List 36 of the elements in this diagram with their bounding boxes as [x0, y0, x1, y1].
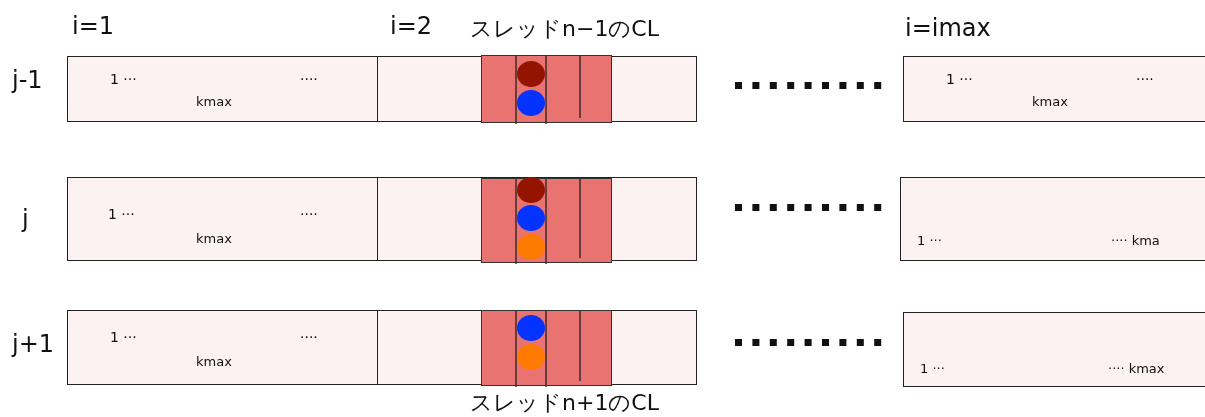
grid-cell — [377, 177, 697, 261]
grid-cell — [903, 312, 1205, 387]
cell-text: kmax — [1032, 94, 1068, 109]
cell-text: 1 ··· — [917, 233, 942, 248]
cell-text: 1 ··· — [946, 71, 973, 87]
axis-label: i=imax — [905, 14, 991, 42]
critical-line-band — [481, 178, 612, 263]
grid-cell — [67, 177, 378, 261]
axis-label: i=2 — [390, 12, 433, 40]
cell-text: 1 ··· — [920, 361, 945, 376]
cell-text: kmax — [196, 354, 232, 369]
grid-cell — [67, 56, 378, 122]
axis-label: j+1 — [12, 330, 55, 358]
cell-text: 1 ··· — [108, 206, 135, 222]
cell-text: kmax — [196, 231, 232, 246]
axis-label: j — [22, 205, 29, 233]
cell-text: 1 ··· — [110, 329, 137, 345]
cell-text: kmax — [196, 94, 232, 109]
cell-text: ···· — [300, 329, 318, 345]
cell-text: ···· — [300, 71, 318, 87]
axis-label: i=1 — [72, 12, 115, 40]
cell-text: ···· kma — [1111, 233, 1160, 248]
critical-line-band — [481, 55, 612, 123]
axis-label: スレッドn−1のCL — [470, 15, 659, 43]
grid-cell — [903, 56, 1205, 122]
cell-text: ···· — [300, 206, 318, 222]
axis-label: j-1 — [12, 66, 43, 94]
grid-cell — [377, 56, 697, 122]
grid-cell — [900, 177, 1205, 261]
grid-cell — [377, 310, 697, 385]
cell-text: 1 ··· — [110, 71, 137, 87]
cell-text: ···· — [1136, 71, 1154, 87]
grid-cell — [67, 310, 378, 385]
critical-line-band — [481, 310, 612, 386]
axis-label: スレッドn+1のCL — [470, 389, 659, 417]
cell-text: ···· kmax — [1108, 361, 1165, 376]
